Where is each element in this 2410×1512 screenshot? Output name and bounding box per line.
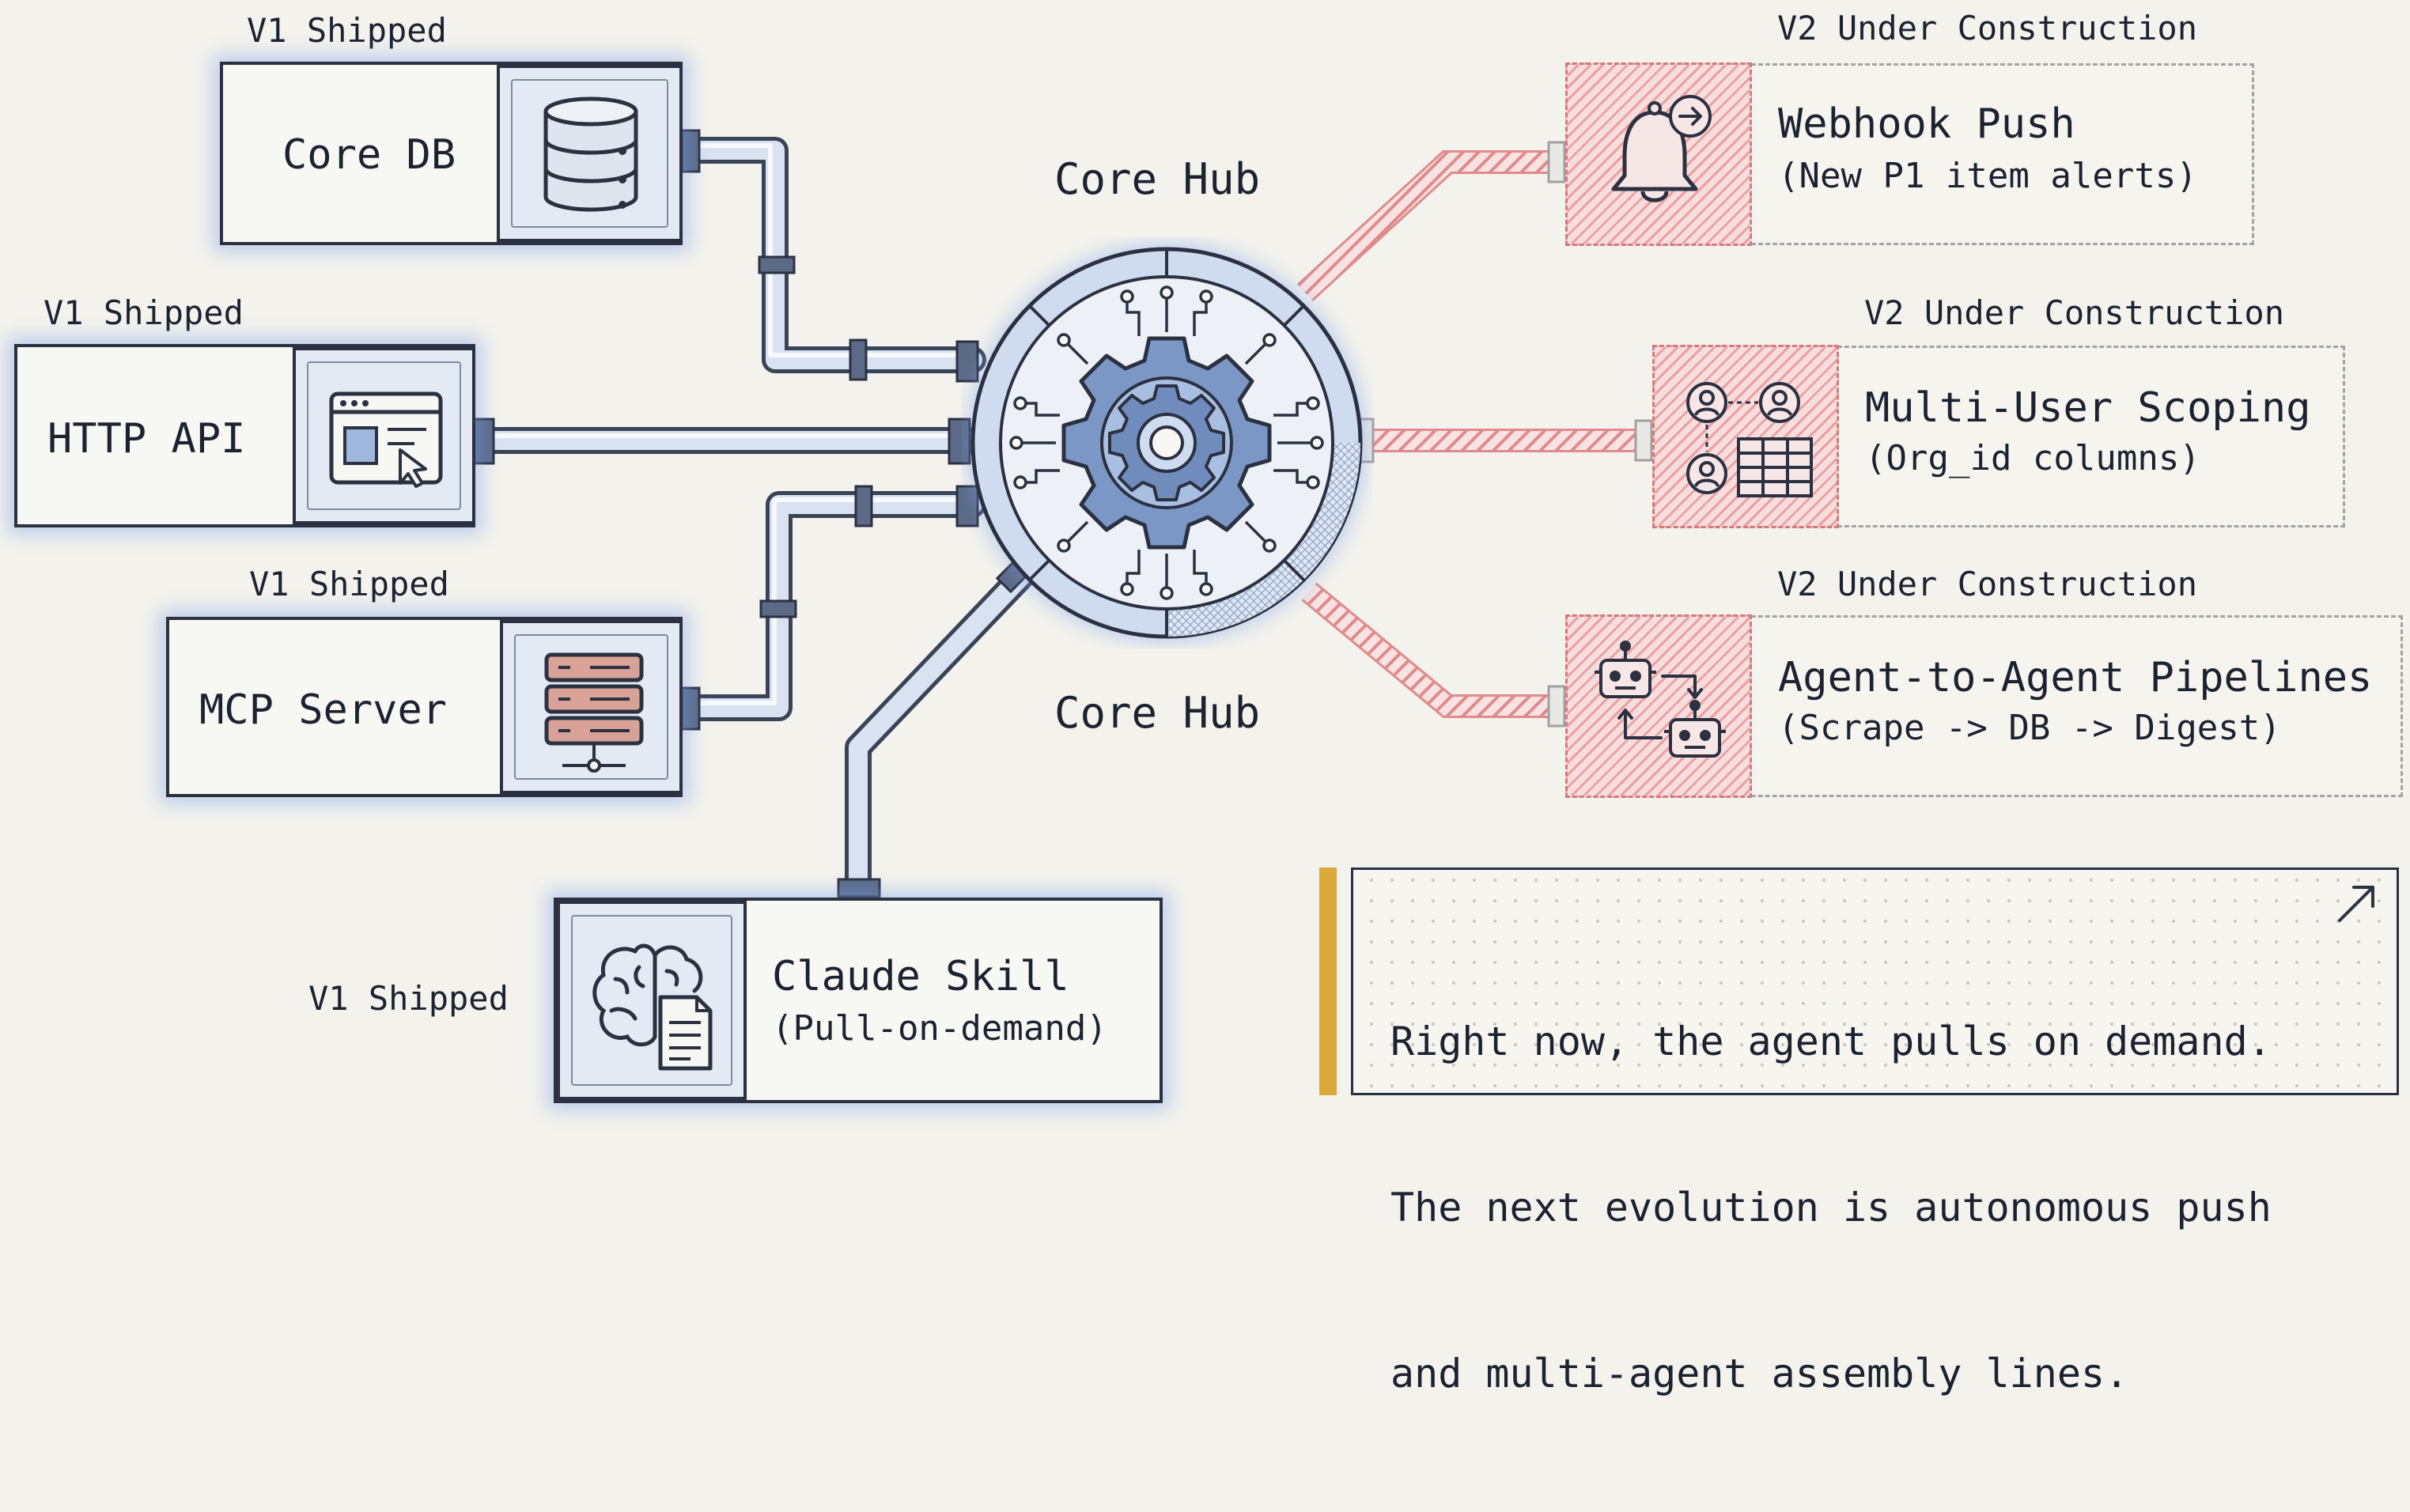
browser-window-cursor-icon bbox=[327, 390, 446, 489]
node-title: HTTP API bbox=[47, 415, 246, 463]
pipe-core-db bbox=[671, 137, 986, 373]
node-http-api[interactable]: HTTP API bbox=[14, 344, 475, 527]
node-core-db[interactable]: Core DB bbox=[220, 62, 683, 245]
note-line: The next evolution is autonomous push bbox=[1390, 1185, 2272, 1230]
core-hub bbox=[961, 237, 1372, 648]
node-title: Webhook Push bbox=[1778, 100, 2075, 148]
brain-document-icon bbox=[588, 936, 718, 1074]
node-title: Agent-to-Agent Pipelines bbox=[1778, 654, 2373, 701]
node-title: Claude Skill bbox=[772, 953, 1069, 1000]
icon-cell bbox=[500, 620, 683, 794]
status-label: V2 Under Construction bbox=[1777, 565, 2198, 603]
gear-circuit-icon bbox=[970, 247, 1363, 639]
icon-cell bbox=[293, 347, 475, 524]
hub-label-bottom: Core Hub bbox=[1054, 688, 1261, 738]
node-subtitle: (Org_id columns) bbox=[1865, 438, 2200, 478]
icon-cell bbox=[1652, 345, 1839, 528]
node-claude-skill[interactable]: Claude Skill (Pull-on-demand) bbox=[554, 898, 1163, 1103]
node-agent-pipelines[interactable]: Agent-to-Agent Pipelines (Scrape -> DB -… bbox=[1565, 614, 2403, 798]
note-line: Right now, the agent pulls on demand. bbox=[1390, 1019, 2272, 1064]
architecture-diagram: Core Hub Core Hub V1 Shipped Core DB V1 … bbox=[14, 9, 2403, 1397]
connectors bbox=[471, 129, 1653, 903]
node-title: MCP Server bbox=[199, 686, 448, 734]
status-label: V1 Shipped bbox=[247, 11, 447, 50]
status-label: V1 Shipped bbox=[44, 293, 244, 332]
note-text: Right now, the agent pulls on demand. Th… bbox=[1390, 903, 2272, 1512]
note-callout bbox=[1351, 868, 2399, 1095]
status-label: V1 Shipped bbox=[249, 565, 449, 603]
robots-cycle-icon bbox=[1591, 637, 1730, 771]
database-icon bbox=[539, 96, 642, 214]
node-subtitle: (Pull-on-demand) bbox=[772, 1008, 1107, 1049]
bell-arrow-icon bbox=[1607, 93, 1714, 211]
node-webhook-push[interactable]: Webhook Push (New P1 item alerts) bbox=[1565, 62, 2254, 246]
note-line: and multi-agent assembly lines. bbox=[1390, 1351, 2129, 1397]
diagonal-arrow-icon bbox=[2333, 879, 2381, 927]
icon-cell bbox=[1565, 614, 1752, 798]
icon-cell bbox=[557, 901, 747, 1100]
node-subtitle: (Scrape -> DB -> Digest) bbox=[1778, 708, 2281, 748]
status-label: V1 Shipped bbox=[308, 979, 509, 1018]
node-multi-user-scoping[interactable]: Multi-User Scoping (Org_id columns) bbox=[1652, 345, 2345, 528]
node-title: Core DB bbox=[282, 131, 456, 179]
note-accent-bar bbox=[1319, 868, 1337, 1095]
server-stack-icon bbox=[543, 651, 645, 777]
users-table-icon bbox=[1685, 377, 1815, 500]
node-title: Multi-User Scoping bbox=[1865, 384, 2311, 432]
status-label: V2 Under Construction bbox=[1864, 293, 2285, 332]
hub-label-top: Core Hub bbox=[1054, 154, 1261, 204]
icon-cell bbox=[497, 65, 683, 242]
node-subtitle: (New P1 item alerts) bbox=[1778, 156, 2197, 196]
status-label: V2 Under Construction bbox=[1777, 9, 2198, 47]
icon-cell bbox=[1565, 62, 1752, 246]
node-mcp-server[interactable]: MCP Server bbox=[166, 617, 683, 797]
